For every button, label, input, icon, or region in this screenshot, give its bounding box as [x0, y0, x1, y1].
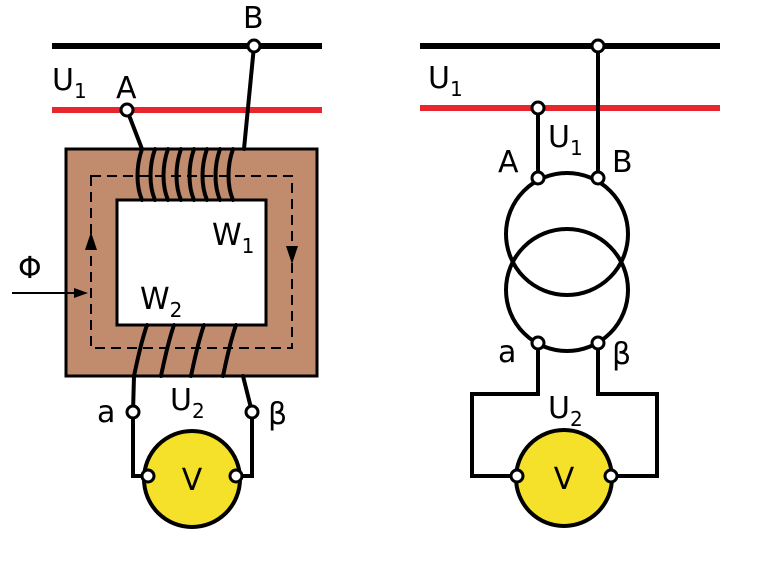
voltmeter-left-label: V	[182, 463, 203, 498]
label-W1: W1	[212, 218, 254, 258]
label-B: B	[243, 1, 264, 36]
lead-B	[242, 44, 256, 151]
right-terminal-beta	[590, 335, 606, 351]
right-lead-a	[470, 341, 540, 478]
label-flux: Φ	[18, 251, 42, 286]
right-label-U2: U2	[548, 391, 583, 431]
right-terminal-top	[590, 38, 606, 54]
meter-terminal-right	[228, 468, 244, 484]
flux-pointer-arrow-icon	[74, 288, 88, 298]
label-W2: W2	[140, 282, 182, 322]
right-terminal-B	[590, 170, 606, 186]
voltmeter-right-label: V	[554, 462, 575, 497]
flux-arrow-up-icon	[85, 232, 97, 250]
label-a: a	[97, 395, 115, 430]
secondary-coil-symbol	[504, 227, 630, 353]
right-label-U1-supply: U1	[428, 61, 463, 101]
right-terminal-A	[530, 170, 546, 186]
terminal-beta	[244, 404, 260, 420]
terminal-B	[246, 38, 262, 54]
right-label-B: B	[612, 145, 633, 180]
left-transformer: V B A U1 W1 W2 U2 Φ a β	[12, 1, 322, 529]
right-terminal-phase	[530, 100, 546, 116]
flux-arrow-down-icon	[286, 246, 298, 264]
label-beta: β	[268, 397, 287, 432]
meter-terminal-left	[140, 468, 156, 484]
flux-path	[90, 175, 293, 349]
right-label-a: a	[498, 335, 516, 370]
right-meter-terminal-right	[603, 468, 619, 484]
label-A: A	[116, 71, 137, 106]
terminal-a	[125, 404, 141, 420]
right-label-U1-primary: U1	[548, 120, 583, 160]
right-label-A: A	[498, 145, 519, 180]
right-terminal-a	[530, 335, 546, 351]
right-label-beta: β	[612, 337, 631, 372]
right-schematic: V U1 U1 A B a β U2	[420, 38, 720, 528]
primary-coil-symbol	[504, 171, 630, 297]
label-U2-secondary: U2	[170, 383, 205, 423]
secondary-winding	[132, 323, 238, 378]
right-lead-beta	[596, 341, 659, 478]
terminal-A	[119, 102, 135, 118]
right-meter-terminal-left	[509, 468, 525, 484]
label-U1-supply: U1	[52, 63, 87, 103]
primary-winding	[135, 147, 235, 202]
